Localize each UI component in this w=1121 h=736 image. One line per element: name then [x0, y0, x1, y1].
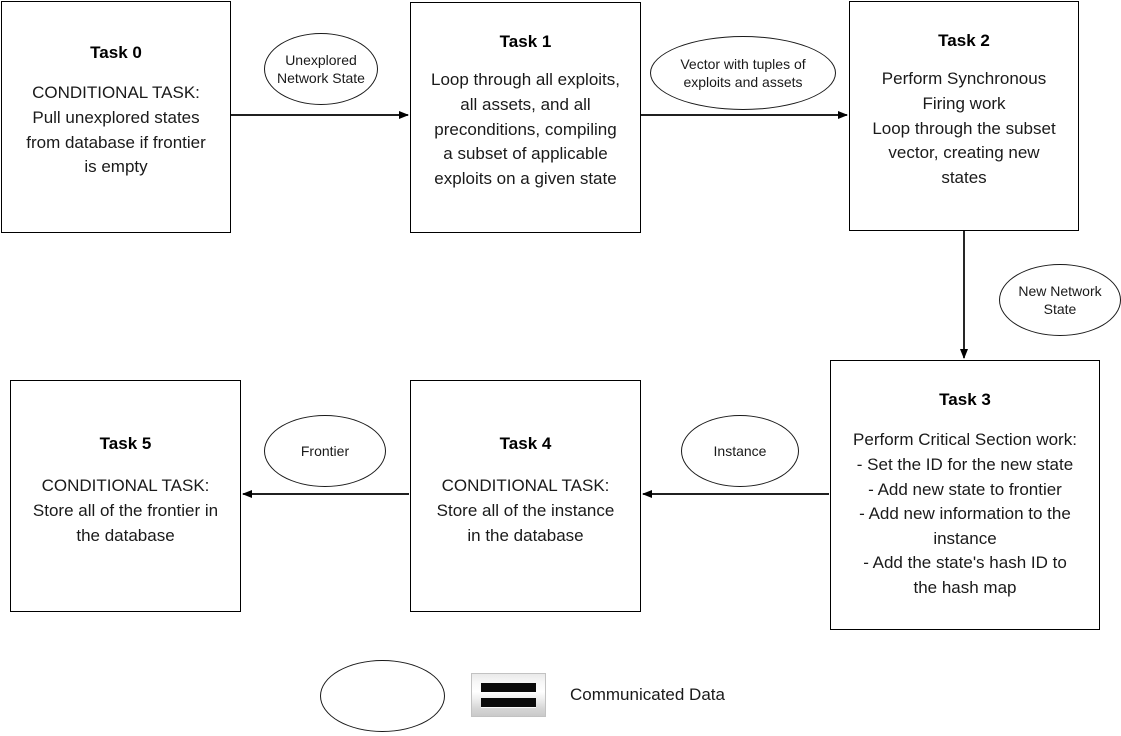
task-node-task-1[interactable]: Task 1 Loop through all exploits, all as…	[410, 2, 641, 233]
data-label-vector-tuples[interactable]: Vector with tuples of exploits and asset…	[650, 36, 836, 110]
task-node-task-3[interactable]: Task 3 Perform Critical Section work: - …	[830, 360, 1100, 630]
data-label-new-network-state[interactable]: New Network State	[999, 264, 1121, 336]
equals-icon-bar-top	[481, 683, 536, 692]
equals-icon-bar-bottom	[481, 698, 536, 707]
task-title: Task 3	[939, 390, 991, 409]
task-title: Task 4	[499, 434, 552, 453]
task-body: Perform Synchronous Firing work Loop thr…	[872, 69, 1056, 187]
task-node-task-0[interactable]: Task 0 CONDITIONAL TASK: Pull unexplored…	[1, 1, 231, 233]
data-label-frontier[interactable]: Frontier	[264, 415, 386, 487]
data-label-unexplored-network-state[interactable]: Unexplored Network State	[264, 33, 378, 105]
legend-label: Communicated Data	[570, 685, 725, 704]
task-title: Task 0	[90, 43, 142, 62]
task-title: Task 2	[938, 31, 990, 50]
task-body: Loop through all exploits, all assets, a…	[430, 70, 621, 188]
task-body: Perform Critical Section work: - Set the…	[853, 430, 1077, 598]
task-node-task-2[interactable]: Task 2 Perform Synchronous Firing work L…	[849, 1, 1079, 231]
task-body: CONDITIONAL TASK: Store all of the front…	[32, 476, 219, 545]
legend-ellipse-shape	[320, 660, 445, 732]
task-body: CONDITIONAL TASK: Pull unexplored states…	[26, 83, 206, 177]
task-node-task-5[interactable]: Task 5 CONDITIONAL TASK: Store all of th…	[10, 380, 241, 612]
task-body: CONDITIONAL TASK: Store all of the insta…	[436, 476, 615, 545]
data-label-instance[interactable]: Instance	[681, 415, 799, 487]
task-title: Task 5	[99, 434, 152, 453]
task-title: Task 1	[499, 32, 552, 51]
task-node-task-4[interactable]: Task 4 CONDITIONAL TASK: Store all of th…	[410, 380, 641, 612]
equals-icon	[471, 673, 546, 717]
